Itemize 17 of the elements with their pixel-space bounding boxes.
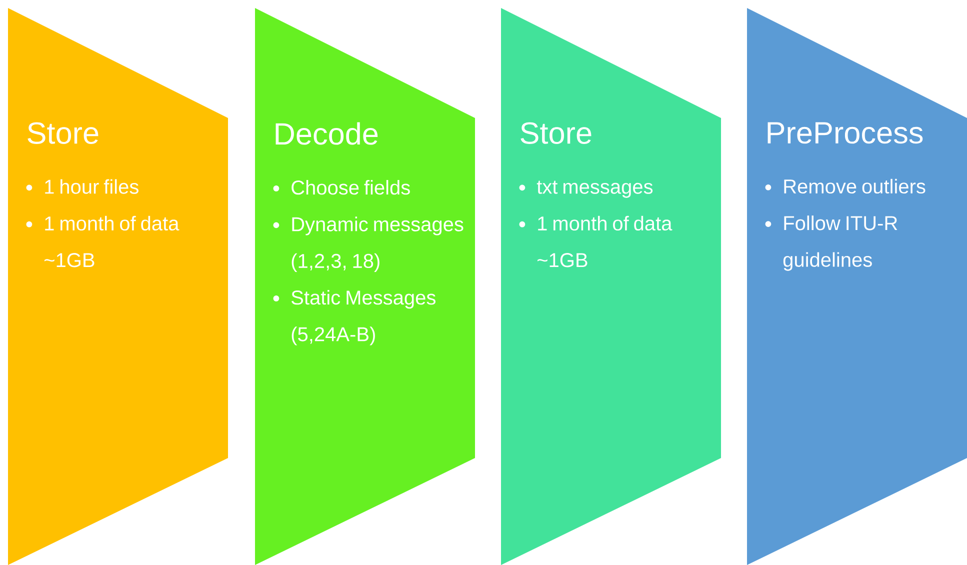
bullet-item: 1 hour files (26, 179, 138, 194)
bullet-item: Dynamic messages (1,2,3, 18) (273, 216, 464, 272)
heading: Decode (276, 122, 378, 145)
bullet-item: Static Messages (5,24A-B) (273, 290, 436, 346)
bullet-item: Remove outliers (765, 178, 926, 194)
bullet-item: Choose fields (273, 180, 410, 195)
bullet-item: Follow ITU-R guidelines (765, 216, 898, 271)
heading: PreProcess (768, 122, 923, 144)
bullet-item: 1 month of data ~1GB (519, 216, 672, 268)
chevron-shape (747, 8, 967, 565)
bullet-item: 1 month of data ~1GB (26, 216, 180, 268)
chevron-shape (8, 8, 228, 565)
chevron-shape (501, 8, 721, 565)
heading: Store (520, 122, 592, 144)
heading: Store (28, 122, 98, 144)
chevron-shape (255, 8, 475, 565)
bullet-item: txt messages (519, 180, 653, 198)
